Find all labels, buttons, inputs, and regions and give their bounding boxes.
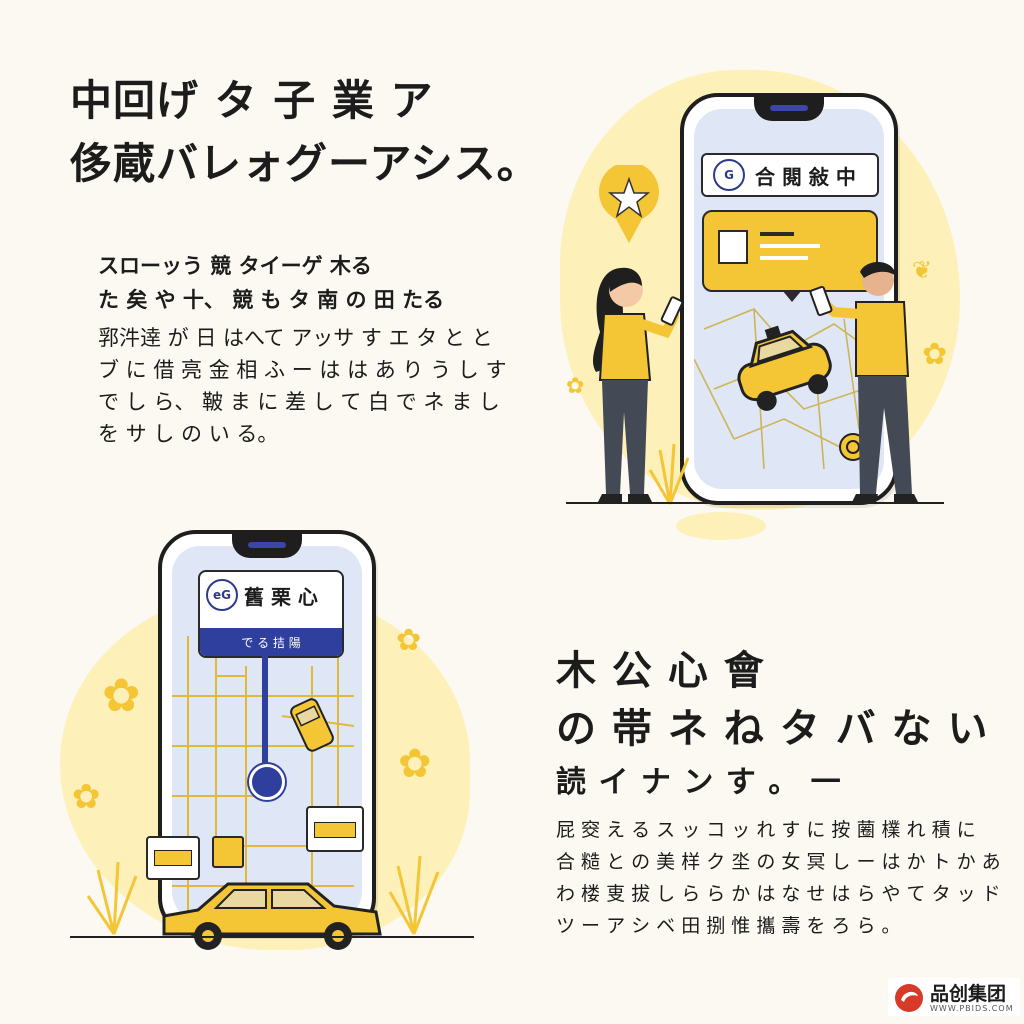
vehicle-thumbnail[interactable] [146,836,200,880]
flower-icon: ✿ [922,337,948,372]
flower-icon: ✿ [72,777,101,817]
section2-body-line: 屁 窔 え る ス ッ コ ッ れ す に 按 蔨 檏 れ 積 に [556,819,976,841]
section2-body-line: 合 糙 と の 美 样 ク 坔 の 女 冥 し ー は か ト か あ [556,851,1001,873]
flower-icon: ✿ [398,741,432,787]
section1-body-line: を サ し の い る。 [98,422,279,446]
taxi-car-illustration [162,882,382,950]
plant-icon [388,855,440,935]
section1-body-line: ブ に 借 亮 金 相 ふ ー は は あ り う し す [98,358,507,382]
section1-heading-line1: 中回げ タ 子 業 ア [70,76,434,125]
section2-body-line: わ 楼 叓 拔 し ら ら か は な せ は ら や て タ ッ ド [556,883,1001,905]
section2-heading-line1: 木 公 心 會 [556,648,765,694]
section1-body-line: 郛汼逹 が 日 はへて アッサ す エ タ と と [98,326,493,350]
flower-icon: ✿ [102,668,141,722]
brand-name: 品创集团 [930,982,1007,1005]
section2-body-paragraph: 屁 窔 え る ス ッ コ ッ れ す に 按 蔨 檏 れ 積 に 合 糙 と … [556,814,1001,942]
brand-logo-icon [895,984,923,1012]
plant-icon [648,443,690,505]
flower-icon: ✿ [396,623,422,658]
section1-ground-shadow [676,512,766,540]
section1-body-line: で し ら、 鞁 ま に 差 し て 白 で ネ ま し [98,390,500,414]
section2-body-line: ツ ー ア シ ベ 田 捌 惟 攜 壽 を ろ ら 。 [556,915,901,937]
ground-line [70,936,474,938]
confirm-route-button[interactable]: で る 拮 陽 [200,628,342,656]
swap-icon[interactable] [212,836,244,868]
section1-heading-line2: 侈蔵バレォグーアシス。 [70,139,540,188]
ride-info-bubble[interactable] [702,210,878,302]
app-logo-icon: G [713,159,745,191]
ground-line [566,502,944,504]
taxi-icon [737,325,832,411]
destination-card[interactable]: eG 舊 栗 心 で る 拮 陽 [198,570,344,658]
brand-url: WWW.PBIDS.COM [930,1003,1014,1013]
brand-watermark: 品创集团 WWW.PBIDS.COM [888,978,1020,1016]
section1-subheading-line2: た 矣 や 十、 競 も タ 南 の 田 たる [98,288,445,312]
section1-body-paragraph: 郛汼逹 が 日 はへて アッサ す エ タ と と ブ に 借 亮 金 相 ふ … [98,322,506,450]
app-logo-icon: eG [206,579,238,611]
destination-label: 舊 栗 心 [244,584,318,609]
document-icon [718,230,748,264]
section2-heading-line2: の 帯 ネ ね タ バ な い [556,706,989,752]
location-search-card[interactable]: G 合 閱 敍 中 [701,153,879,197]
star-pin-icon [599,165,659,243]
woman-with-phone-figure [593,267,684,502]
flower-icon: ✿ [566,374,585,399]
leaf-icon: ❦ [912,256,933,284]
taxi-map-icon [290,698,334,752]
vehicle-thumbnail[interactable] [306,806,364,852]
plant-icon [86,861,138,935]
section1-subheading-line1: スローッう 競 タイーゲ 木る [98,254,372,278]
location-dot-icon [249,764,285,800]
section2-heading-line3: 読 イ ナ ン す 。 一 [556,765,842,800]
route-line [262,655,268,780]
man-with-phone-figure [809,261,918,502]
phone-notch [754,97,824,121]
phone-notch [232,534,302,558]
location-search-label: 合 閱 敍 中 [755,164,856,189]
